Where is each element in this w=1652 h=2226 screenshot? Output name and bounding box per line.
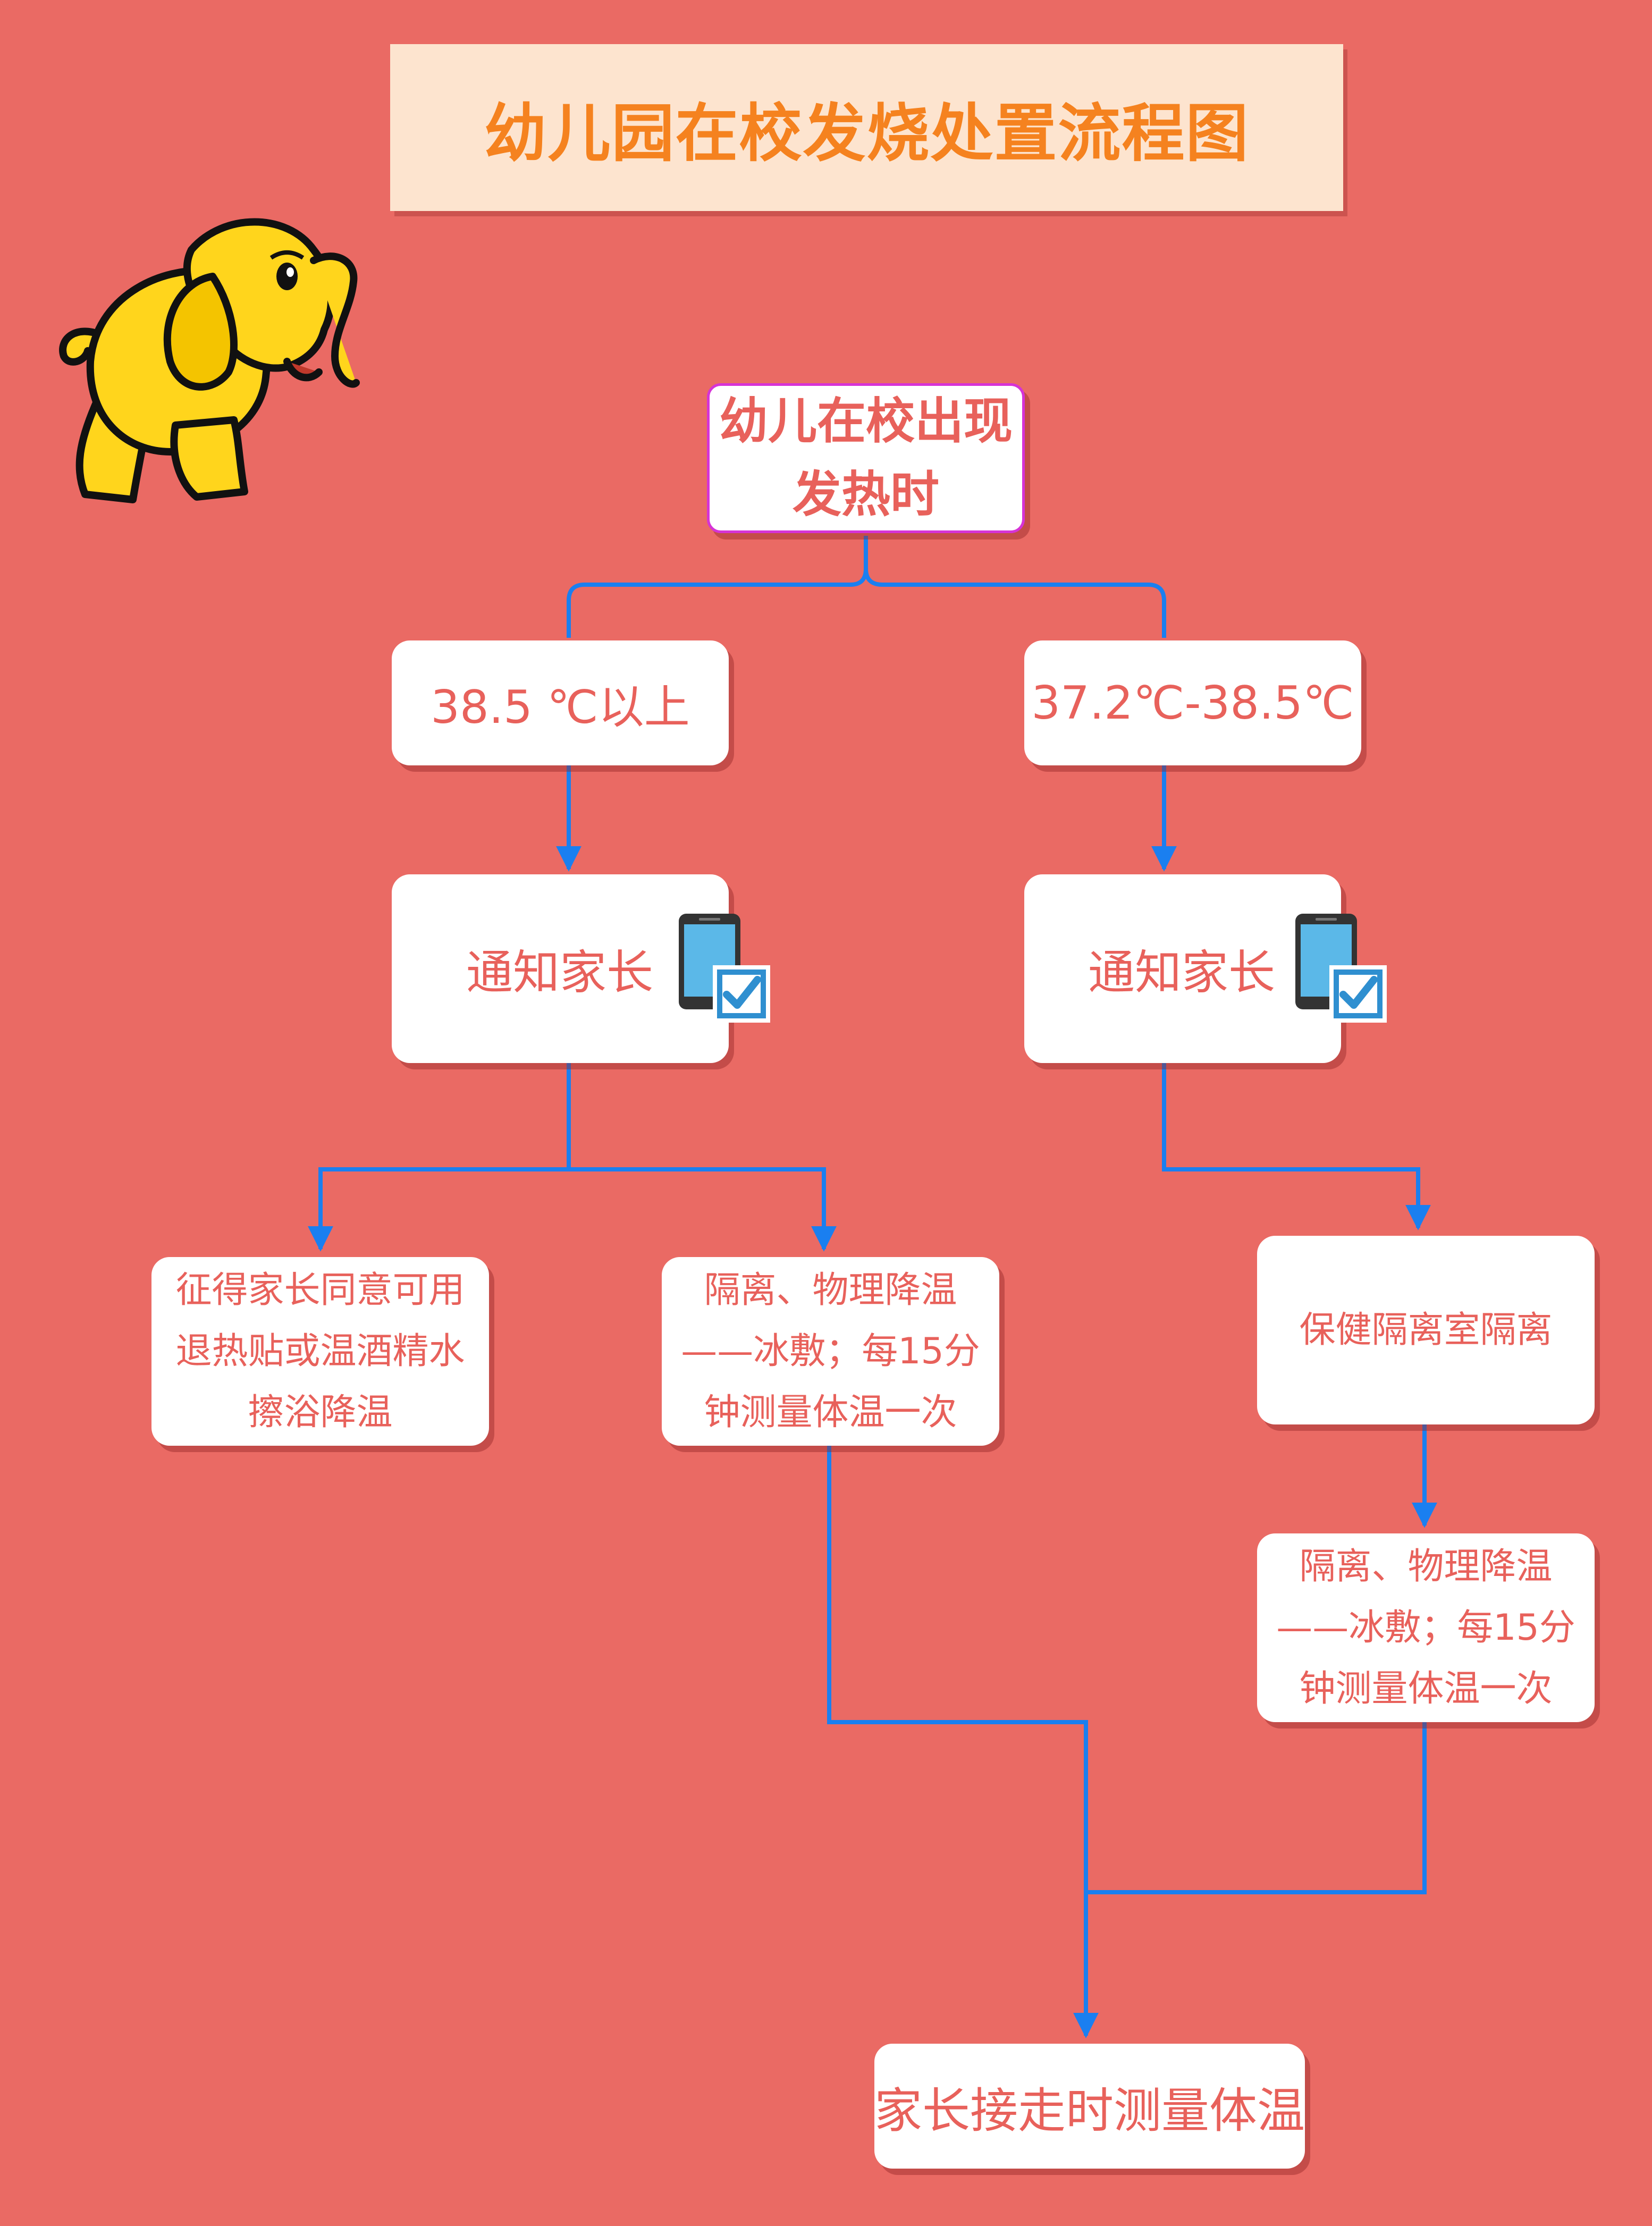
health-room-isolation-node: 保健隔离室隔离	[1257, 1236, 1595, 1424]
consent-line1: 征得家长同意可用	[175, 1269, 465, 1311]
isolate-left-line3: 钟测量体温一次	[704, 1392, 957, 1434]
isolate-right-line1: 隔离、物理降温	[1299, 1546, 1553, 1588]
notify-parents-right-node: 通知家长	[1024, 874, 1341, 1063]
isolate-right-line3: 钟测量体温一次	[1299, 1668, 1553, 1710]
start-node-line2: 发热时	[792, 466, 939, 523]
isolate-right-line2: ——冰敷；每15分	[1276, 1607, 1575, 1649]
high-temp-node: 38.5 ℃以上	[392, 640, 729, 765]
isolate-left-line1: 隔离、物理降温	[704, 1269, 957, 1311]
high-temp-label: 38.5 ℃以上	[431, 681, 690, 734]
consent-line3: 擦浴降温	[248, 1392, 393, 1434]
mid-temp-node: 37.2℃-38.5℃	[1024, 640, 1361, 765]
start-node: 幼儿在校出现 发热时	[707, 383, 1025, 533]
consent-line2: 退热贴或温酒精水	[175, 1330, 465, 1372]
title-banner: 幼儿园在校发烧处置流程图	[390, 44, 1343, 211]
isolate-cooling-right-node: 隔离、物理降温 ——冰敷；每15分 钟测量体温一次	[1257, 1533, 1595, 1722]
end-label: 家长接走时测量体温	[874, 2082, 1305, 2139]
consent-cooling-node: 征得家长同意可用 退热贴或温酒精水 擦浴降温	[151, 1257, 489, 1446]
isolate-left-line2: ——冰敷；每15分	[681, 1330, 980, 1372]
notify-left-label: 通知家长	[466, 945, 654, 1000]
notify-parents-left-node: 通知家长	[392, 874, 729, 1063]
brace-connector	[567, 536, 868, 638]
health-room-label: 保健隔离室隔离	[1299, 1309, 1553, 1351]
end-node: 家长接走时测量体温	[874, 2044, 1305, 2169]
mid-temp-label: 37.2℃-38.5℃	[1031, 676, 1354, 730]
phone-checkmark-icon	[679, 914, 770, 1023]
phone-checkmark-icon	[1295, 914, 1387, 1023]
isolate-cooling-left-node: 隔离、物理降温 ——冰敷；每15分 钟测量体温一次	[662, 1257, 999, 1446]
start-node-line1: 幼儿在校出现	[719, 393, 1013, 450]
yellow-elephant-icon	[59, 218, 360, 503]
notify-right-label: 通知家长	[1088, 945, 1276, 1000]
page-title: 幼儿园在校发烧处置流程图	[484, 96, 1250, 170]
